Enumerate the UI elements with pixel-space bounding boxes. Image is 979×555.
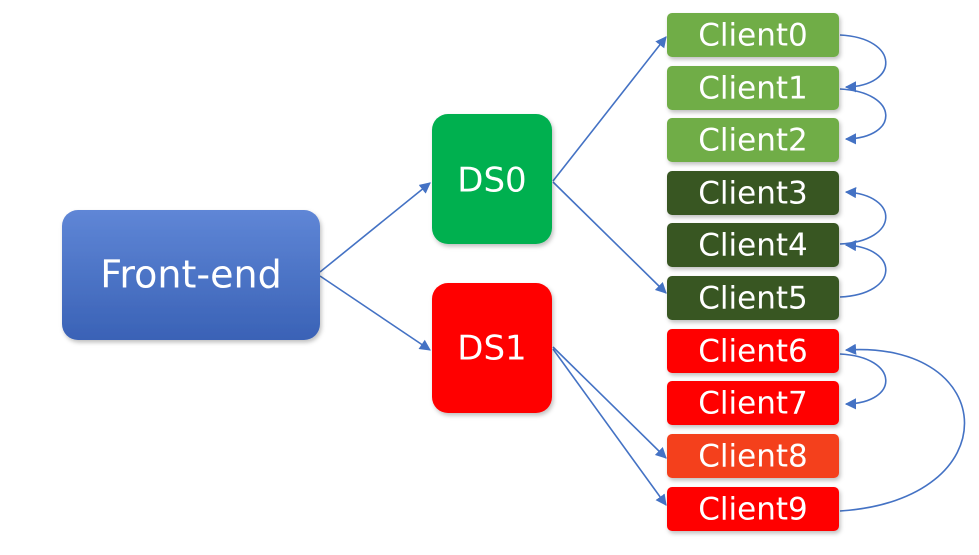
node-ds0 (432, 114, 552, 244)
client-label: Client3 (698, 176, 807, 212)
client-label: Client4 (698, 228, 807, 264)
client-node (667, 381, 839, 425)
edge-client4-client3 (839, 186, 887, 245)
edge-client0-client1 (839, 34, 887, 93)
client-node (667, 329, 839, 373)
client-label: Client0 (698, 18, 807, 54)
node-frontend (62, 210, 320, 340)
client-node (667, 13, 839, 57)
client-label: Client2 (698, 123, 807, 159)
client-node (667, 171, 839, 215)
edge-client6-client7 (839, 353, 887, 410)
client-label: Client6 (698, 334, 807, 370)
node-ds1-label: DS1 (457, 329, 526, 369)
edges (319, 36, 667, 506)
client-label: Client1 (698, 71, 807, 107)
client-node (667, 487, 839, 531)
node-ds1 (432, 283, 552, 413)
client-label: Client8 (698, 439, 807, 475)
chain-edges (839, 34, 966, 512)
edge-frontend-ds1 (319, 275, 431, 351)
client-list: Client0 Client1 Client2 Client3 Client4 … (667, 13, 839, 531)
edge-frontend-ds0 (319, 182, 431, 273)
client-node (667, 118, 839, 162)
client-node (667, 276, 839, 320)
client-label: Client9 (698, 492, 807, 528)
edge-ds0-client5 (552, 181, 667, 294)
client-node (667, 223, 839, 267)
edge-ds1-client8 (552, 346, 667, 459)
edge-ds1-client9 (552, 348, 667, 506)
node-frontend-label: Front-end (100, 253, 281, 297)
edge-ds0-client0 (552, 36, 667, 182)
edge-client5-client4 (839, 239, 887, 298)
node-ds0-label: DS0 (457, 161, 526, 201)
client-label: Client5 (698, 281, 807, 317)
edge-client1-client2 (839, 88, 887, 145)
edge-client9-client6 (839, 343, 966, 512)
client-label: Client7 (698, 386, 807, 422)
client-node (667, 66, 839, 110)
client-node (667, 434, 839, 478)
